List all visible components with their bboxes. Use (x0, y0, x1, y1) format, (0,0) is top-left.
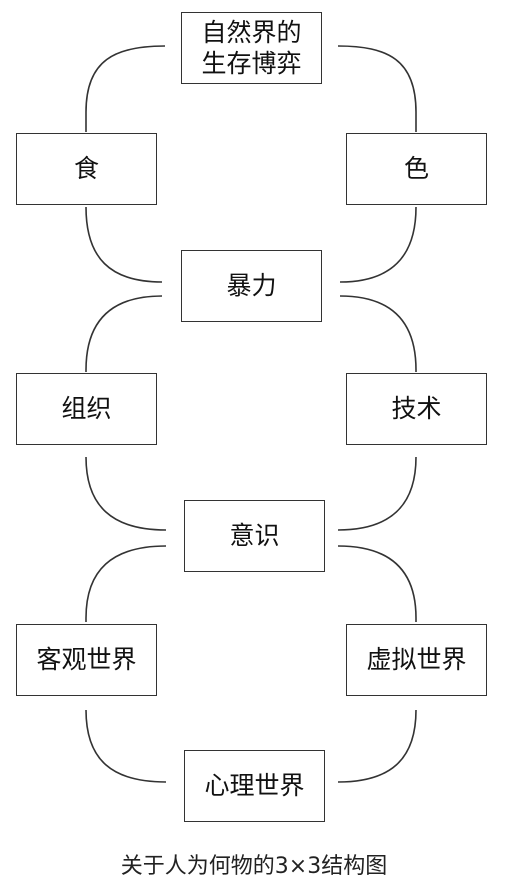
node-technology-label: 技术 (391, 394, 442, 424)
node-food-label: 食 (73, 154, 99, 184)
node-mental-world-label: 心理世界 (204, 771, 305, 801)
node-objective-world: 客观世界 (16, 624, 157, 696)
connector-organization-consciousness (85, 456, 167, 531)
node-mental-world: 心理世界 (184, 750, 325, 822)
node-technology: 技术 (346, 373, 487, 445)
node-consciousness: 意识 (184, 500, 325, 572)
connector-virtual-mental (337, 709, 417, 783)
connector-violence-technology (339, 295, 417, 372)
node-violence: 暴力 (181, 250, 322, 322)
node-objective-world-label: 客观世界 (36, 645, 137, 675)
node-nature-game: 自然界的 生存博弈 (181, 12, 322, 84)
node-sex: 色 (346, 133, 487, 205)
connector-sex-violence (339, 206, 417, 283)
node-food: 食 (16, 133, 157, 205)
node-virtual-world: 虚拟世界 (346, 624, 487, 696)
connector-technology-consciousness (337, 456, 417, 531)
node-nature-game-line2: 生存博弈 (201, 49, 302, 78)
connector-food-violence (85, 206, 163, 283)
connector-consciousness-virtual (337, 545, 417, 622)
node-consciousness-label: 意识 (229, 521, 280, 551)
node-sex-label: 色 (403, 154, 429, 184)
node-virtual-world-label: 虚拟世界 (366, 645, 467, 675)
connector-nature-sex (337, 45, 417, 132)
node-organization-label: 组织 (61, 394, 112, 424)
figure-caption: 关于人为何物的3×3结构图 (120, 854, 388, 879)
node-nature-game-line1: 自然界的 (201, 17, 302, 47)
connector-nature-food (85, 45, 166, 132)
connector-violence-organization (85, 295, 163, 372)
node-violence-label: 暴力 (226, 271, 277, 301)
connector-consciousness-objective (85, 545, 167, 622)
node-organization: 组织 (16, 373, 157, 445)
connector-objective-mental (85, 709, 167, 783)
